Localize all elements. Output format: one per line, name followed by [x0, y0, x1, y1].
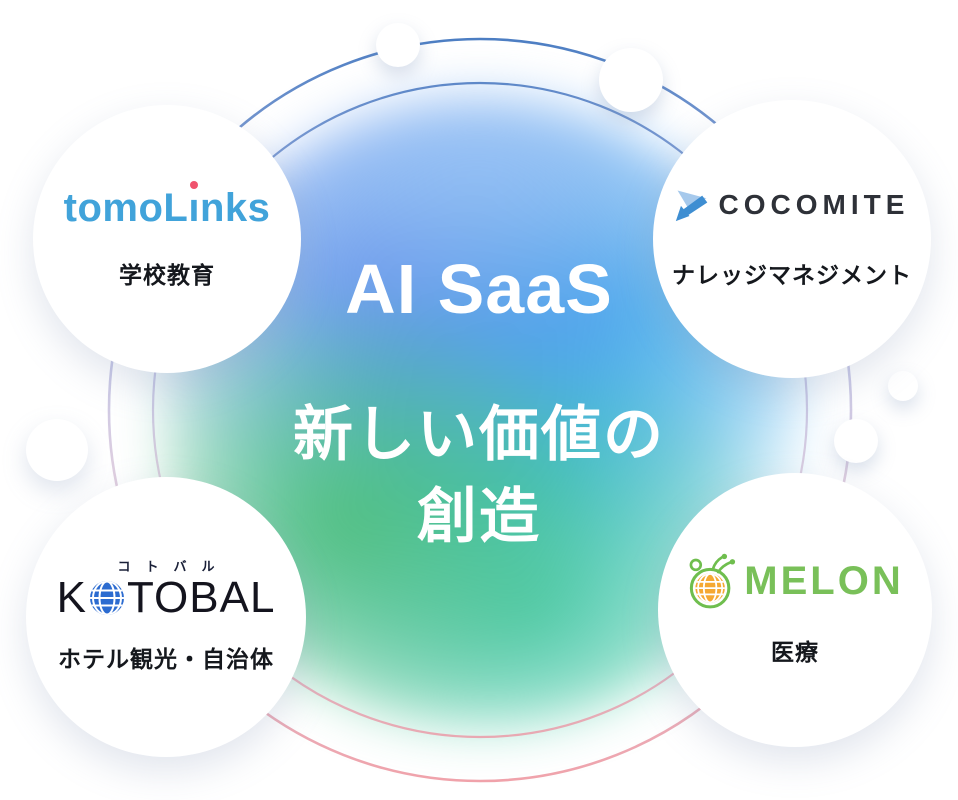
white-dot: [834, 419, 878, 463]
cocomite-category-label: ナレッジマネジメント: [672, 262, 912, 288]
tomolinks-logo-text-pre: tomoL: [63, 186, 189, 230]
center-headline: AI SaaS 新しい価値の 創造: [179, 254, 779, 558]
white-dot: [376, 23, 420, 67]
melon-stethoscope-icon: [689, 553, 736, 609]
melon-logo-text: MELON: [744, 559, 904, 603]
headline-line2: 新しい価値の: [293, 401, 665, 468]
kotobal-logo-k: K: [56, 573, 87, 622]
cocomite-logo-text: COCOMITE: [718, 189, 910, 220]
cursor-arrow-icon: [675, 190, 707, 222]
kotobal-logo: コトバル K TOBAL: [57, 560, 276, 620]
headline-ai-saas: AI SaaS: [345, 250, 613, 328]
white-dot: [888, 371, 918, 401]
kotobal-logo-rest: TOBAL: [126, 573, 276, 622]
tomolinks-logo-text-post: nks: [199, 186, 271, 230]
product-card-kotobal[interactable]: コトバル K TOBAL ホテル観光・自治体: [26, 477, 306, 757]
product-card-cocomite[interactable]: COCOMITE ナレッジマネジメント: [653, 100, 931, 378]
headline-new-value: 新しい価値の 創造: [179, 394, 779, 558]
kotobal-ruby-text: コトバル: [117, 559, 230, 574]
tomolinks-category-label: 学校教育: [119, 262, 215, 288]
globe-icon: [89, 581, 124, 615]
melon-logo: MELON: [686, 553, 903, 609]
white-dot: [599, 48, 663, 112]
white-dot: [26, 419, 88, 481]
melon-category-label: 医療: [771, 639, 819, 665]
kotobal-category-label: ホテル観光・自治体: [58, 646, 274, 672]
cocomite-logo: COCOMITE: [675, 188, 910, 222]
product-card-melon[interactable]: MELON 医療: [658, 473, 932, 747]
tomolinks-i-dot-icon: [190, 181, 199, 189]
headline-line3: 創造: [417, 483, 541, 551]
tomolinks-logo-i: ı: [188, 181, 200, 228]
